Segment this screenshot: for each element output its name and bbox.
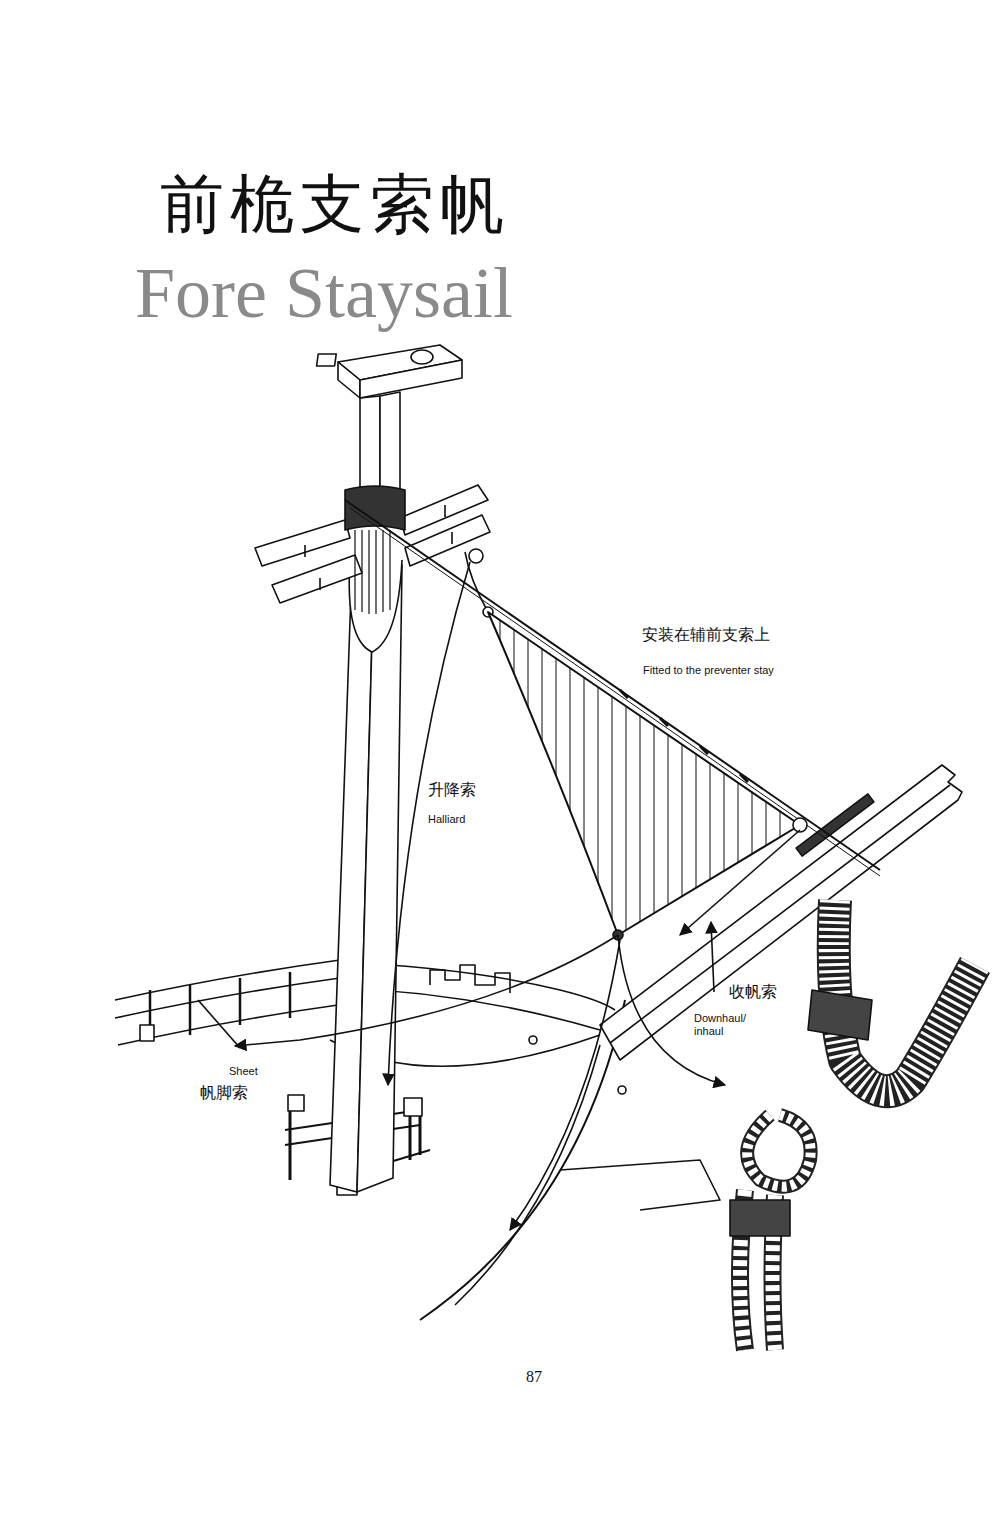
subtitle: Fore Staysail bbox=[135, 252, 513, 335]
part-label: Downhaul/ inhaul bbox=[692, 1012, 758, 1037]
part-label: 帆脚索 bbox=[198, 1084, 250, 1102]
title: 前桅支索帆 bbox=[160, 168, 510, 242]
page-number: 87 bbox=[526, 1368, 542, 1386]
part-label: 升降索 bbox=[426, 781, 478, 799]
part-label: 收帆索 bbox=[727, 983, 779, 1001]
part-label: Halliard bbox=[426, 813, 467, 826]
part-label: Fitted to the preventer stay bbox=[641, 664, 776, 677]
part-label: Sheet bbox=[227, 1065, 260, 1078]
part-label: 安装在辅前支索上 bbox=[640, 626, 772, 644]
